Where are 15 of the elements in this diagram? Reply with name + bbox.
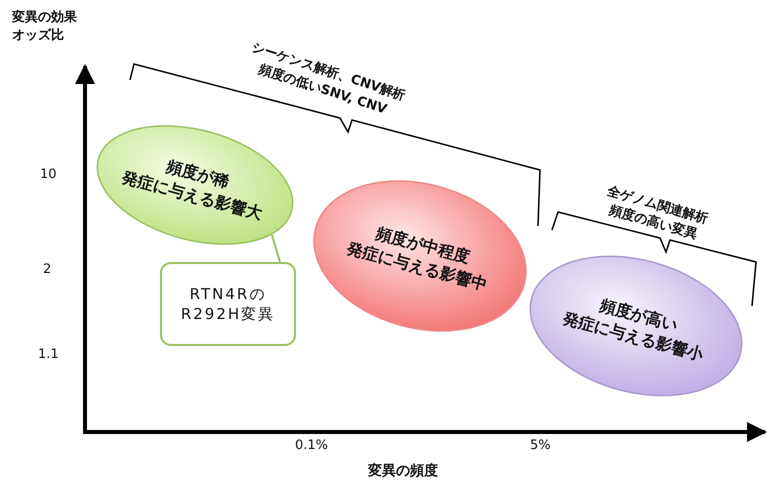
tick-label: 1.1 bbox=[38, 347, 59, 362]
callout-box bbox=[160, 262, 296, 346]
tick-label: 2 bbox=[43, 262, 52, 277]
axis-title: 変異の効果 bbox=[12, 8, 77, 26]
bubble-text: RTN4Rの bbox=[190, 284, 266, 304]
ellipse-bubble bbox=[96, 124, 294, 246]
tick-label: 5% bbox=[530, 438, 551, 453]
axis-title: オッズ比 bbox=[12, 27, 64, 44]
callout-tail bbox=[271, 234, 281, 262]
ellipse-bubble bbox=[529, 255, 743, 397]
tick-label: 10 bbox=[40, 167, 57, 182]
ellipse-bubble bbox=[313, 180, 527, 332]
axis-title: 変異の頻度 bbox=[368, 462, 438, 480]
tick-label: 0.1% bbox=[295, 438, 328, 453]
bubble-text: R292H変異 bbox=[180, 304, 276, 324]
